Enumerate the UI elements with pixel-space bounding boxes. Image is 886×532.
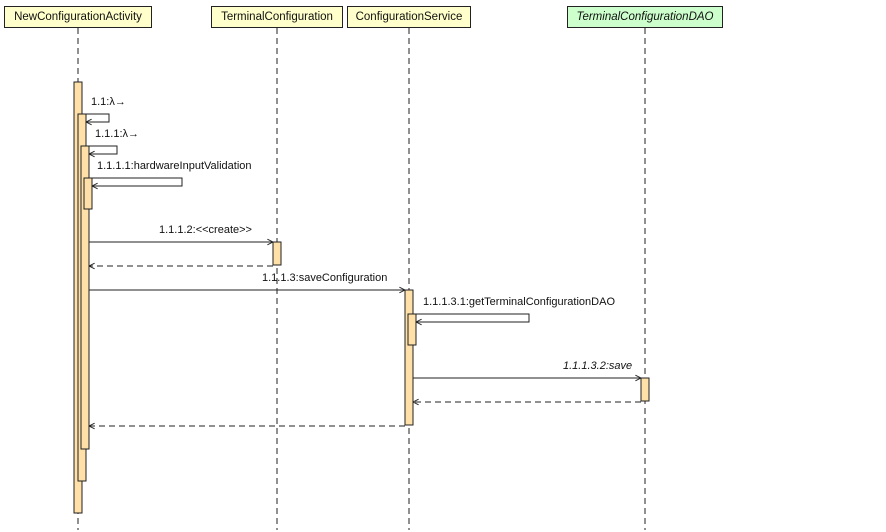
lifeline-label: TerminalConfigurationDAO — [576, 11, 714, 23]
lifeline-header-configurationservice[interactable]: ConfigurationService — [347, 6, 471, 28]
lifeline-label: ConfigurationService — [355, 11, 463, 23]
activation-bar — [83, 177, 93, 210]
lifeline-header-newconfigurationactivity[interactable]: NewConfigurationActivity — [4, 6, 152, 28]
message-label: 1.1.1:λ→ — [95, 128, 140, 140]
message-label: 1.1.1.3.1:getTerminalConfigurationDAO — [423, 296, 615, 308]
message-label: 1.1.1.1:hardwareInputValidation — [97, 160, 252, 172]
message-arrow — [89, 177, 183, 186]
message-arrow — [86, 145, 118, 154]
lifeline-header-terminalconfiguration[interactable]: TerminalConfiguration — [211, 6, 343, 28]
lifeline-label: NewConfigurationActivity — [14, 11, 142, 23]
lifeline-label: TerminalConfiguration — [221, 11, 333, 23]
activation-bar — [80, 145, 90, 450]
message-label: 1.1.1.3.2:save — [563, 360, 633, 372]
activation-bar — [404, 289, 414, 426]
message-label: 1.1.1.3:saveConfiguration — [262, 272, 388, 284]
message-arrow — [413, 313, 530, 322]
lifeline-header-terminalconfigurationdao[interactable]: TerminalConfigurationDAO — [567, 6, 723, 28]
activation-bar — [407, 313, 417, 346]
message-label: 1.1:λ→ — [91, 96, 126, 108]
message-arrow — [82, 113, 110, 122]
message-label: 1.1.1.2:<<create>> — [159, 224, 252, 236]
activation-bar — [640, 377, 650, 402]
activation-bar — [272, 241, 282, 266]
